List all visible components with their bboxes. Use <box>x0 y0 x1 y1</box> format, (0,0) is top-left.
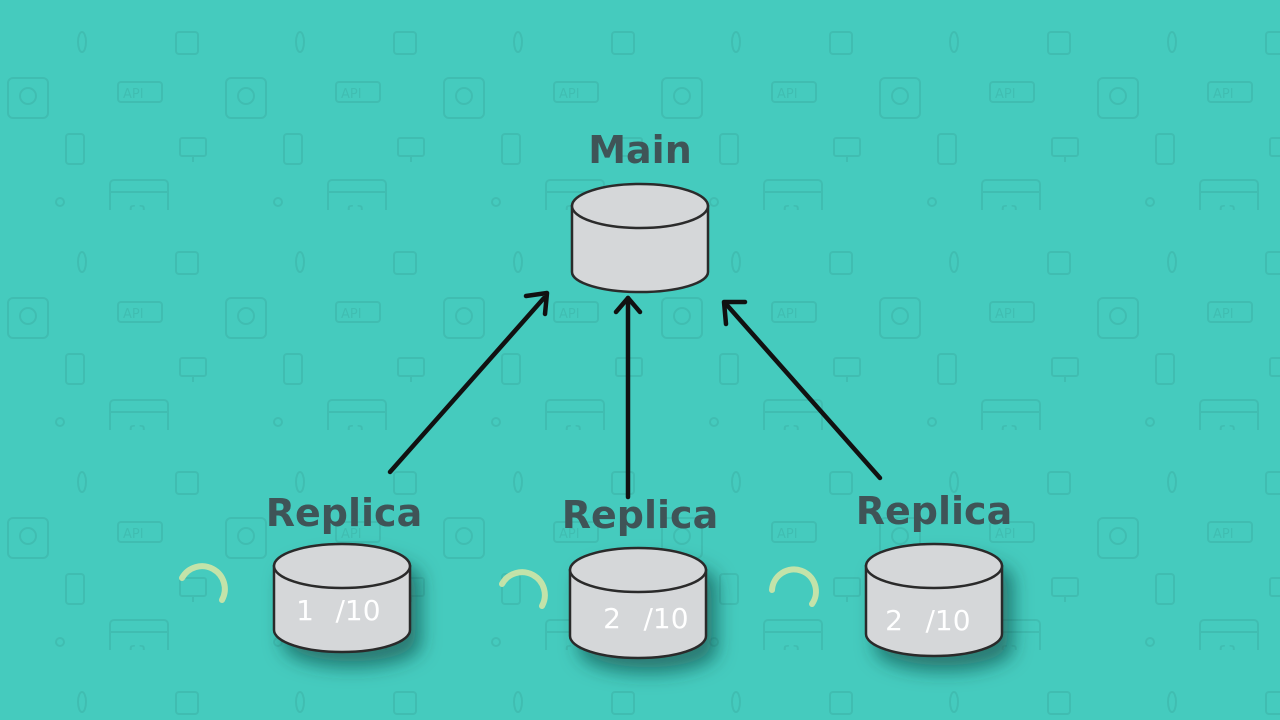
replica-database-icon <box>864 542 1004 658</box>
replication-arrow-center <box>613 295 643 500</box>
loading-spinner-icon <box>179 563 228 603</box>
main-database-icon <box>570 182 710 294</box>
replication-arrow-right <box>721 299 883 481</box>
replica-count: 1 <box>296 594 314 627</box>
replica-label: Replica <box>266 491 422 535</box>
replica-node-3: Replica 2 /10 <box>769 489 1012 658</box>
replica-database-icon <box>568 546 708 660</box>
replica-database-icon <box>272 542 412 654</box>
replica-count: 2 <box>885 604 903 637</box>
loading-spinner-icon <box>769 566 819 607</box>
replica-label: Replica <box>562 493 718 537</box>
replica-total: /10 <box>925 604 970 637</box>
main-label: Main <box>588 128 692 172</box>
replication-arrow-left <box>387 290 550 475</box>
replica-label: Replica <box>856 489 1012 533</box>
replica-node-1: Replica 1 /10 <box>179 491 422 654</box>
replica-total: /10 <box>643 602 688 635</box>
replica-total: /10 <box>335 594 380 627</box>
replica-node-2: Replica 2 /10 <box>499 493 718 660</box>
loading-spinner-icon <box>499 569 548 609</box>
replica-count: 2 <box>603 602 621 635</box>
